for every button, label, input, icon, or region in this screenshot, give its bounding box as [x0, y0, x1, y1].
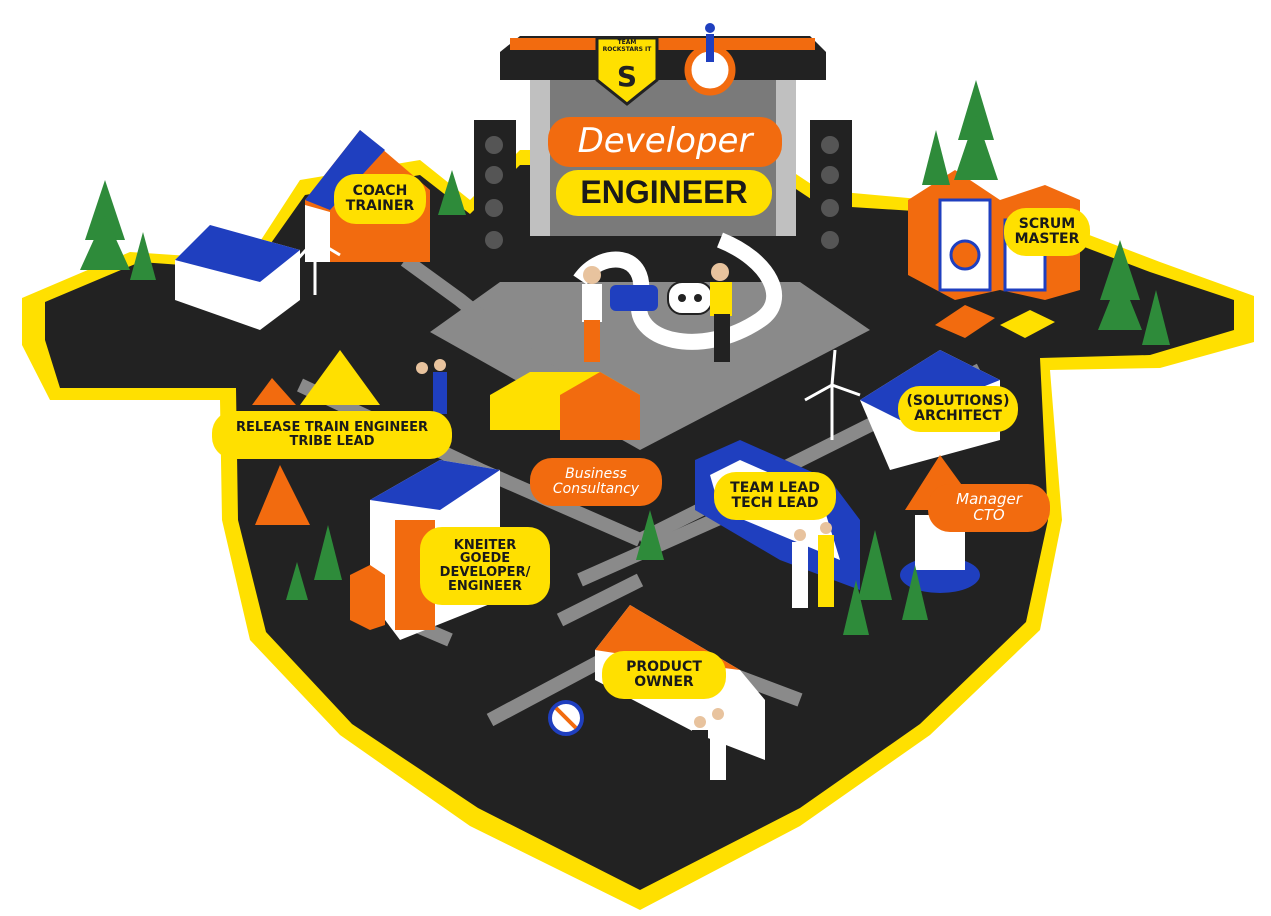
area-business-consultancy[interactable]: Business Consultancy: [530, 458, 662, 506]
tree-icons: [80, 80, 1170, 635]
area-kneiter-goede-developer[interactable]: KNEITER GOEDE DEVELOPER/ ENGINEER: [420, 527, 550, 605]
stage-role-developer[interactable]: Developer: [548, 117, 782, 167]
area-team-lead[interactable]: TEAM LEAD TECH LEAD: [714, 472, 836, 520]
area-release-train-engineer[interactable]: RELEASE TRAIN ENGINEER TRIBE LEAD: [212, 411, 452, 459]
plug-illustration: [573, 232, 783, 362]
map-ground: [45, 165, 1234, 890]
badge-logo-icon: S: [617, 60, 637, 93]
area-solutions-architect[interactable]: (SOLUTIONS) ARCHITECT: [898, 386, 1018, 432]
rockstars-badge: [595, 36, 659, 106]
area-scrum-master[interactable]: SCRUM MASTER: [1004, 208, 1090, 256]
crosswalk-yellow: [1000, 310, 1055, 338]
stage-role-engineer[interactable]: ENGINEER: [556, 170, 772, 216]
crosswalk-icons: [935, 305, 995, 338]
area-coach-trainer[interactable]: COACH TRAINER: [334, 174, 426, 224]
people-icons: [414, 23, 834, 788]
compass-needle-icon: [554, 706, 578, 730]
badge-text: TEAM ROCKSTARS IT: [602, 39, 652, 53]
area-product-owner[interactable]: PRODUCT OWNER: [602, 651, 726, 699]
wind-turbine-icon: [293, 211, 861, 440]
area-manager-cto[interactable]: Manager CTO: [928, 484, 1050, 532]
